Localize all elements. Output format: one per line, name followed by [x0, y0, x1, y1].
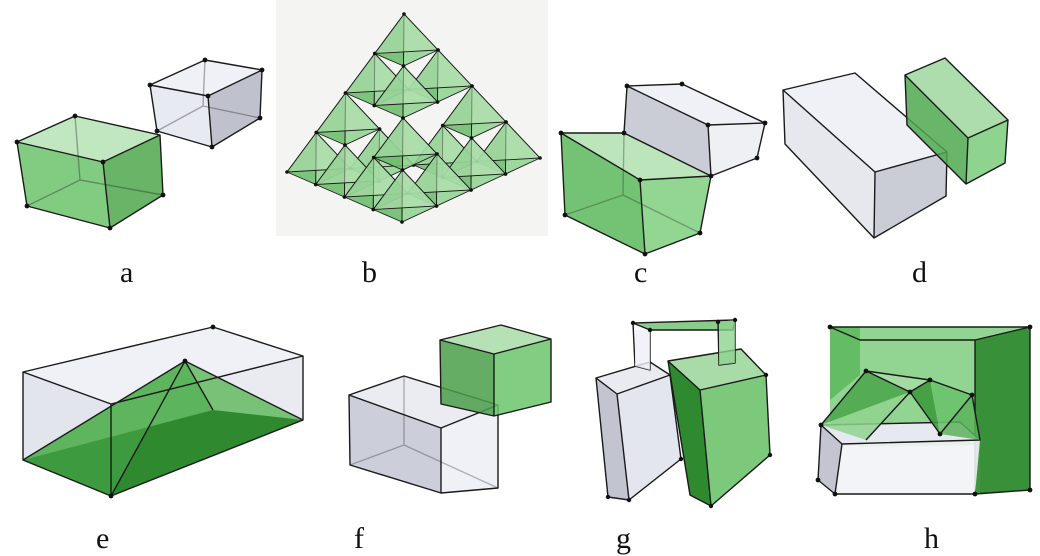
pyramid-face — [441, 137, 507, 179]
panel-g-label: g — [616, 522, 631, 555]
panel-b-label: b — [362, 256, 377, 289]
pyramid-vertex — [538, 156, 542, 160]
panel-f-green-cube — [439, 324, 552, 417]
panel-b: b — [276, 0, 548, 289]
panel-a-gray-cube — [149, 59, 263, 148]
panel-e: e — [22, 324, 304, 555]
pyramid-vertex — [372, 51, 377, 56]
pyramid-vertex — [435, 100, 440, 104]
pyramid-vertex — [503, 172, 508, 176]
pyramid-vertex — [377, 127, 382, 131]
pyramid-vertex — [401, 64, 406, 68]
pyramid-face — [475, 121, 541, 163]
pyramid-vertex — [400, 168, 405, 172]
pyramid-vertex — [372, 103, 377, 108]
pyramid-vertex — [400, 220, 404, 224]
pyramid-face — [441, 85, 507, 127]
panel-g: g — [595, 317, 773, 555]
pyramid-vertex — [469, 136, 474, 140]
pyramid-vertex — [342, 195, 347, 199]
pyramid-vertex — [440, 123, 445, 128]
panel-e-green-pyramid — [22, 360, 304, 497]
pyramid-vertex — [371, 207, 376, 212]
pyramid-vertex — [469, 188, 473, 192]
panel-c-green-box — [560, 132, 712, 255]
panel-a: a — [14, 57, 265, 289]
panel-d: d — [782, 57, 1009, 289]
panel-f-gray-cube — [348, 375, 499, 494]
panel-e-label: e — [96, 522, 109, 555]
pyramid-vertex — [436, 48, 440, 52]
panel-a-green-cube — [16, 115, 164, 229]
panel-g-gray-block — [595, 361, 682, 501]
panel-d-label: d — [912, 256, 927, 289]
pyramid-face — [373, 13, 439, 55]
pyramid-face — [406, 153, 472, 195]
pyramid-vertex — [371, 155, 376, 160]
panel-c: c — [558, 81, 768, 289]
pyramid-face — [407, 49, 473, 91]
pyramid-face — [372, 169, 438, 211]
pyramid-vertex — [343, 91, 348, 95]
panel-h: h — [815, 324, 1033, 555]
pyramid-face — [373, 65, 439, 107]
pyramid-vertex — [402, 12, 406, 16]
pyramid-face — [315, 92, 381, 134]
panel-h-label: h — [924, 522, 939, 555]
pyramid-vertex — [285, 170, 289, 174]
panel-g-green-block — [667, 348, 771, 507]
panel-f: f — [348, 324, 552, 555]
pyramid-vertex — [504, 120, 508, 124]
panel-c-gray-box — [623, 83, 766, 177]
pyramid-vertex — [314, 130, 319, 135]
pyramid-vertex — [435, 152, 439, 156]
pyramid-vertex — [470, 84, 474, 88]
panel-c-label: c — [634, 256, 647, 289]
pyramid-vertex — [434, 204, 439, 208]
pyramid-vertex — [313, 182, 318, 187]
panel-g-bridge — [632, 319, 736, 371]
pyramid-vertex — [401, 116, 405, 120]
panel-h-green-tents — [820, 370, 981, 441]
pyramid-face — [372, 117, 438, 159]
panel-b-sierpinski-pyramid — [285, 12, 542, 224]
panel-f-label: f — [354, 522, 364, 555]
panel-d-gray-box — [782, 72, 948, 239]
panel-a-label: a — [120, 256, 133, 289]
pyramid-vertex — [343, 143, 347, 147]
panel-d-green-box — [904, 57, 1009, 185]
